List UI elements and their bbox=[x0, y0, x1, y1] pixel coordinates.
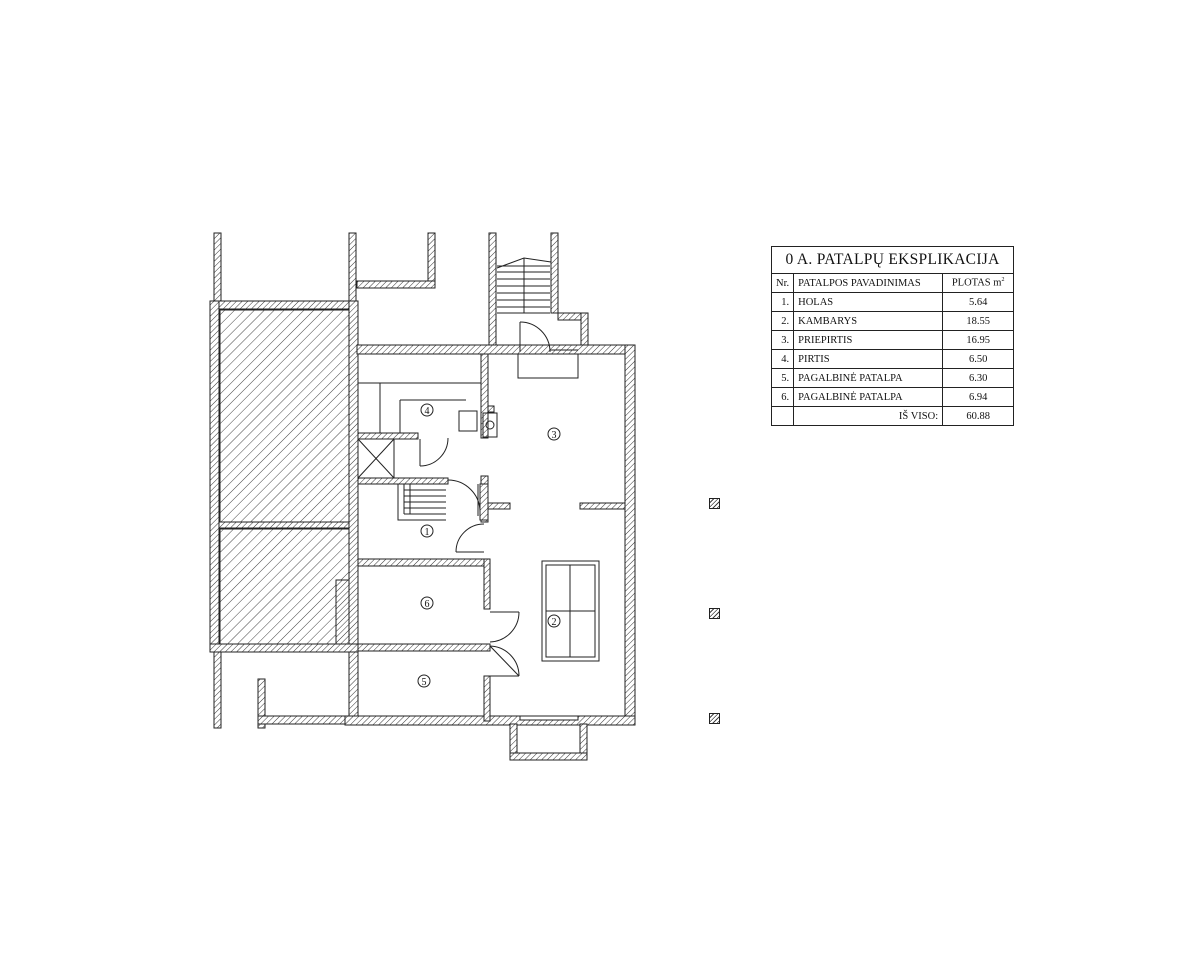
chimney bbox=[357, 438, 395, 479]
stairs-hall bbox=[397, 479, 489, 553]
legend-swatch-1 bbox=[709, 498, 720, 509]
room-number-6: 6 bbox=[425, 599, 430, 610]
walls bbox=[209, 232, 636, 761]
explication-table: 0 A. PATALPŲ EKSPLIKACIJA Nr. PATALPOS P… bbox=[770, 246, 1015, 426]
table-row: 5. PAGALBINĖ PATALPA 6.30 bbox=[770, 368, 1015, 388]
room-marker-1 bbox=[420, 524, 434, 538]
room-marker-5 bbox=[417, 674, 431, 688]
legend-swatch-2 bbox=[709, 608, 720, 619]
header-area: PLOTAS m2 bbox=[942, 273, 1015, 293]
table-row: 3. PRIEPIRTIS 16.95 bbox=[770, 330, 1015, 350]
table-row: 4. PIRTIS 6.50 bbox=[770, 349, 1015, 369]
room-number-2: 2 bbox=[552, 617, 557, 628]
total-value: 60.88 bbox=[942, 406, 1015, 426]
stairs-top bbox=[496, 257, 552, 314]
header-nr: Nr. bbox=[770, 273, 795, 293]
room-number-4: 4 bbox=[425, 406, 430, 417]
room-markers bbox=[417, 403, 561, 688]
table-row: 6. PAGALBINĖ PATALPA 6.94 bbox=[770, 387, 1015, 407]
table-row: 1. HOLAS 5.64 bbox=[770, 292, 1015, 312]
room-marker-6 bbox=[420, 596, 434, 610]
room-number-1: 1 bbox=[425, 527, 430, 538]
room-number-3: 3 bbox=[552, 430, 557, 441]
room-marker-4 bbox=[420, 403, 434, 417]
entry-door bbox=[517, 321, 579, 379]
table-title: 0 A. PATALPŲ EKSPLIKACIJA bbox=[770, 246, 1015, 274]
sauna-benches bbox=[358, 382, 498, 467]
room-marker-2 bbox=[547, 614, 561, 628]
doors-lower bbox=[489, 611, 520, 677]
room-marker-3 bbox=[547, 427, 561, 441]
header-name: PATALPOS PAVADINIMAS bbox=[793, 273, 944, 293]
legend-swatch-3 bbox=[709, 713, 720, 724]
room-numbers: 1 2 3 4 5 6 bbox=[422, 406, 557, 688]
table-row: 2. KAMBARYS 18.55 bbox=[770, 311, 1015, 331]
total-label: IŠ VISO: bbox=[793, 406, 944, 426]
room-number-5: 5 bbox=[422, 677, 427, 688]
table-total-row: IŠ VISO: 60.88 bbox=[770, 406, 1015, 426]
bed bbox=[541, 560, 600, 662]
